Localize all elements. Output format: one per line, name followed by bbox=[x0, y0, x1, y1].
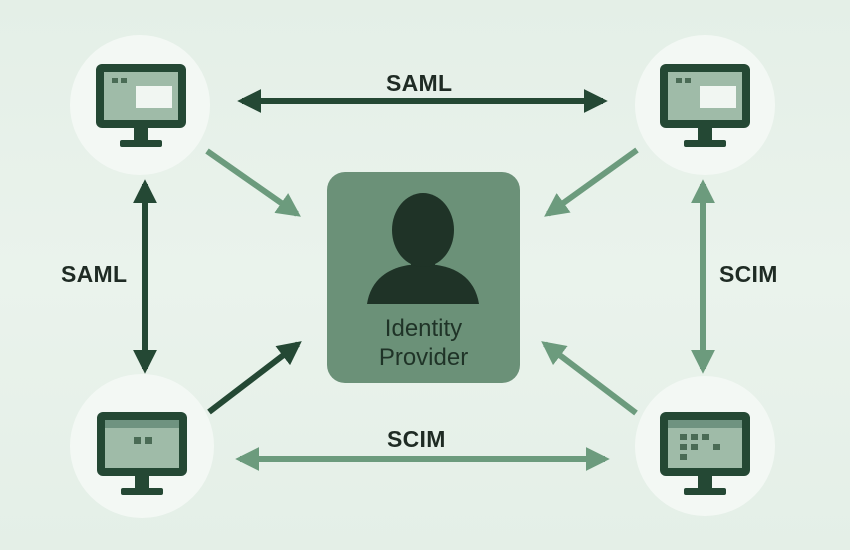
identity-provider-box: Identity Provider bbox=[327, 172, 520, 383]
top-saml-label: SAML bbox=[386, 70, 453, 96]
top-right-monitor-icon bbox=[660, 64, 750, 147]
bottom-left-monitor-icon bbox=[97, 412, 187, 495]
idp-title-line2: Provider bbox=[378, 344, 469, 371]
idp-title-line1: Identity bbox=[384, 315, 463, 342]
left-saml-label: SAML bbox=[61, 261, 128, 287]
top-left-monitor-icon bbox=[96, 64, 186, 147]
bottom-scim-label: SCIM bbox=[387, 426, 446, 452]
right-scim-label: SCIM bbox=[719, 261, 778, 287]
bottom-right-monitor-icon bbox=[660, 412, 750, 495]
bottom-left-to-idp-arrow bbox=[207, 341, 302, 415]
user-icon bbox=[367, 193, 479, 304]
top-left-to-idp-arrow bbox=[205, 148, 301, 217]
top-right-to-idp-arrow bbox=[544, 147, 639, 217]
bottom-right-to-idp-arrow bbox=[541, 341, 638, 416]
